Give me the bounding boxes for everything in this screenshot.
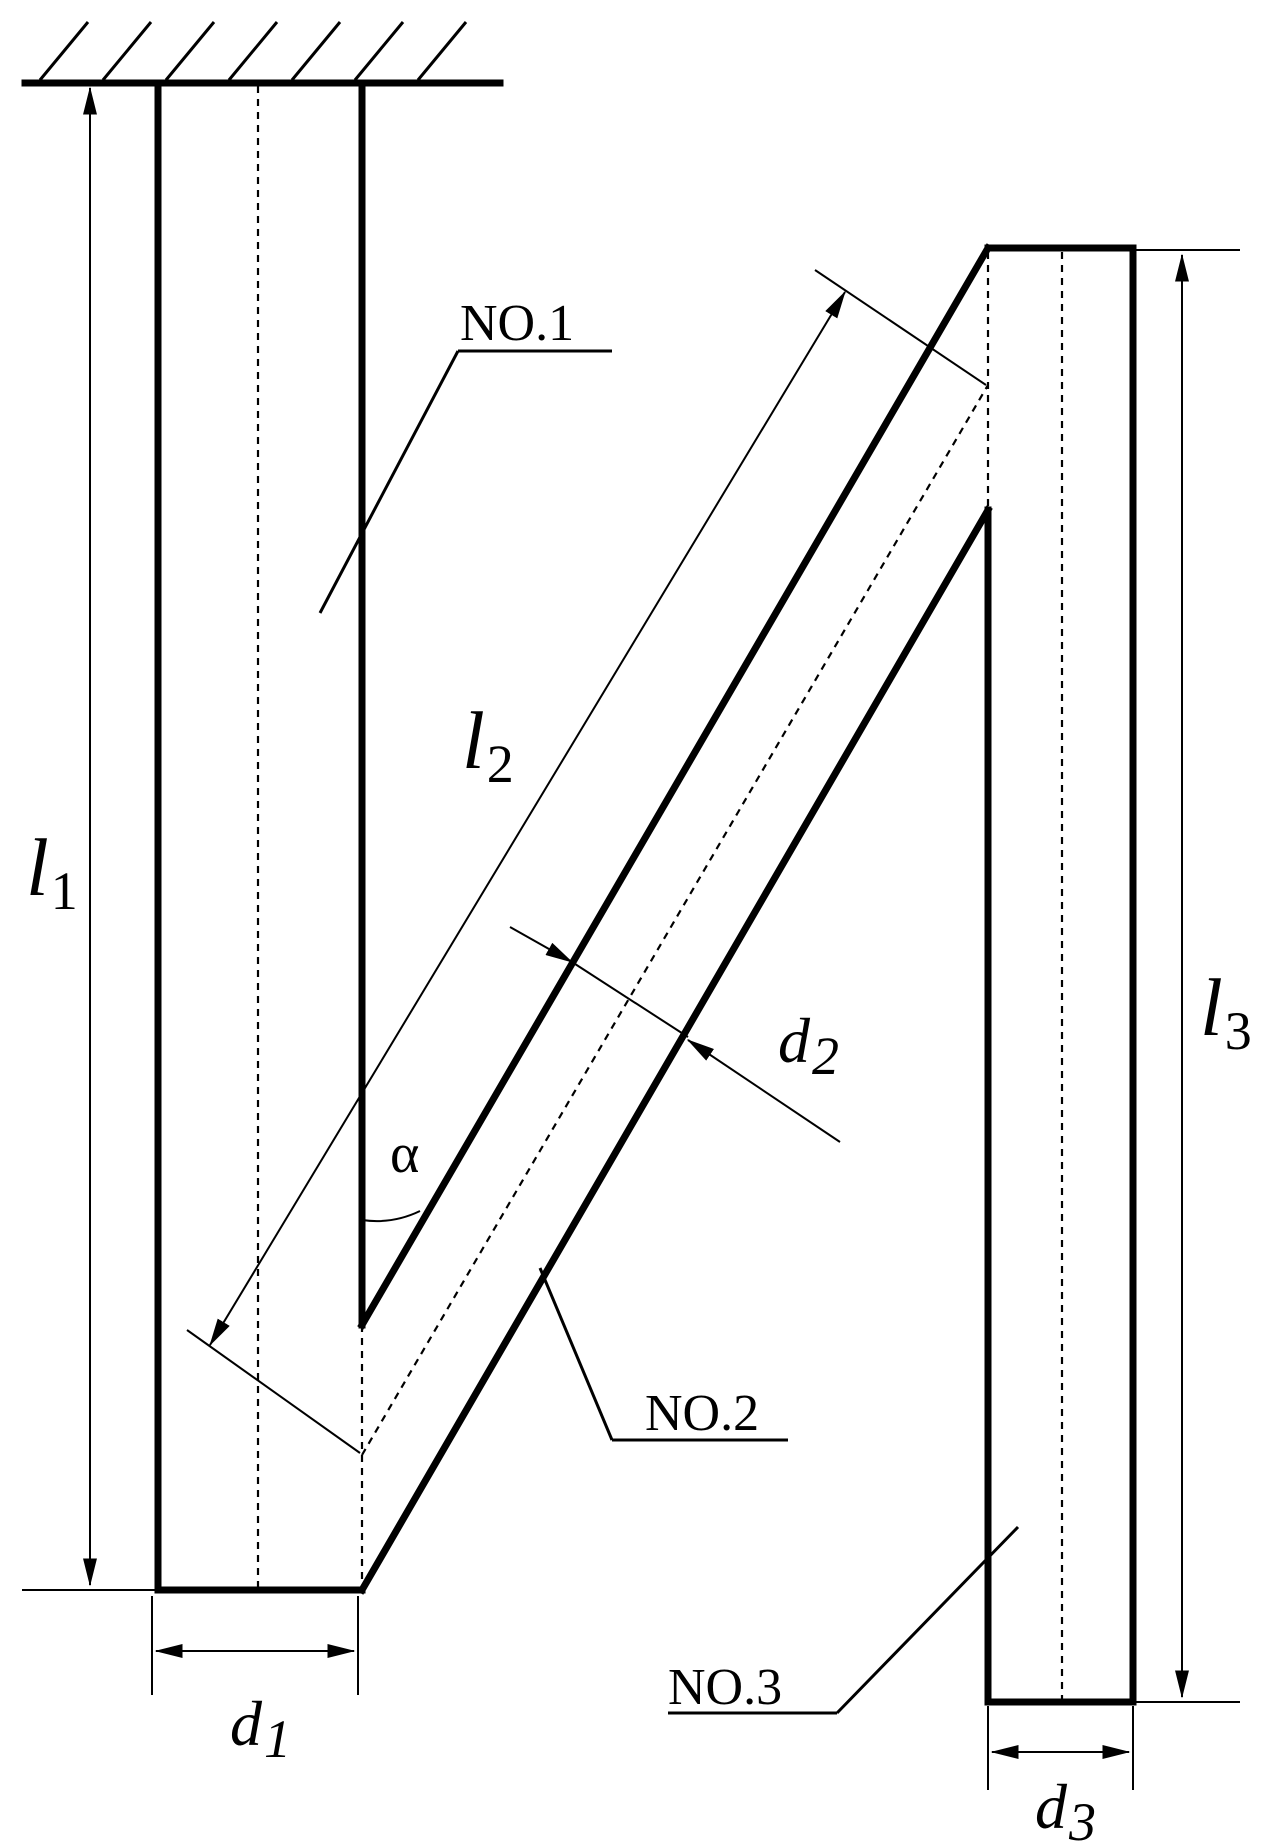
l2-extension-upper: [814, 269, 987, 386]
angle-alpha: α: [361, 1123, 421, 1223]
l3-label: l3: [1200, 962, 1252, 1061]
dimension-l2: l2: [186, 269, 987, 1454]
no2-leader-line: [538, 1267, 614, 1441]
dimension-l3: l3: [1133, 249, 1252, 1703]
l2-extension-lower: [186, 1329, 361, 1454]
d1-label: d1: [230, 1688, 291, 1769]
l2-dimension-arrow: [209, 290, 846, 1347]
no1-leader-line: [318, 350, 460, 614]
d2-label: d2: [778, 1005, 839, 1086]
beam2-upper-edge: [357, 243, 993, 1330]
alpha-arc: [361, 1210, 421, 1223]
dimension-d1: d1: [151, 1596, 359, 1769]
no2-label: NO.2: [645, 1385, 759, 1442]
fixed-support: [21, 21, 504, 87]
beam-no1: [154, 79, 366, 1594]
no1-label: NO.1: [460, 295, 574, 352]
alpha-label: α: [390, 1123, 419, 1185]
no3-label: NO.3: [668, 1659, 782, 1716]
d3-label: d3: [1035, 1771, 1096, 1842]
dimension-d2: d2: [509, 926, 841, 1143]
dimension-d3: d3: [987, 1706, 1134, 1842]
beam2-centerline: [361, 384, 989, 1456]
d2-dimension-line: [571, 961, 689, 1038]
leader-no3: NO.3: [668, 1525, 1020, 1716]
leader-no2: NO.2: [538, 1267, 788, 1442]
d2-arrow-lower: [686, 1039, 841, 1143]
l2-label: l2: [462, 695, 514, 794]
l1-label: l1: [26, 822, 78, 921]
beam-no3: [984, 244, 1137, 1706]
support-hatching: [38, 21, 468, 81]
d2-arrow-upper: [509, 926, 574, 963]
dimension-l1: l1: [22, 86, 160, 1591]
leader-no1: NO.1: [318, 295, 612, 614]
no3-leader-line: [835, 1525, 1020, 1715]
